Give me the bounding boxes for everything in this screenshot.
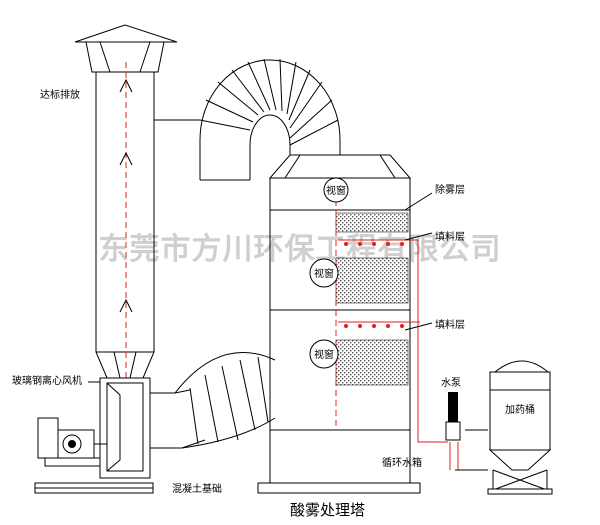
water-pump: [445, 392, 461, 441]
label-leaders: [88, 192, 433, 383]
company-watermark: 东莞市方川环保工程有限公司: [99, 232, 502, 267]
dosing-tank: [487, 360, 553, 495]
circulating-tank-label: 循环水箱: [382, 456, 422, 469]
packing-layer-2: [335, 339, 409, 386]
packing-layer-2-label: 填料层: [435, 318, 465, 331]
view-window-top-text: 视窗: [326, 184, 346, 197]
inlet-duct: [150, 352, 276, 449]
view-window-middle-text: 视窗: [314, 267, 334, 280]
packing-layer-1-label: 填料层: [435, 230, 465, 243]
demist-layer: [335, 212, 409, 233]
diagram-title: 酸雾处理塔: [290, 501, 365, 519]
demist-layer-label: 除雾层: [435, 183, 465, 196]
exhaust-stack: [74, 24, 178, 379]
water-pump-label: 水泵: [441, 377, 461, 389]
view-window-bottom: [309, 339, 339, 369]
view-window-bottom-text: 视窗: [314, 348, 334, 361]
scrubber-tower: [257, 154, 421, 494]
discharge-label: 达标排放: [40, 88, 80, 101]
circulation-piping: [410, 239, 488, 471]
centrifugal-fan: [34, 377, 154, 494]
packing-layer-1: [335, 257, 409, 304]
top-elbow-duct: [154, 58, 341, 181]
fan-label: 玻璃钢离心风机: [12, 374, 82, 387]
foundation-label: 混凝土基础: [172, 482, 222, 495]
dosing-tank-label: 加药桶: [505, 403, 535, 416]
view-window-top: [323, 177, 349, 203]
view-window-middle: [309, 258, 339, 288]
